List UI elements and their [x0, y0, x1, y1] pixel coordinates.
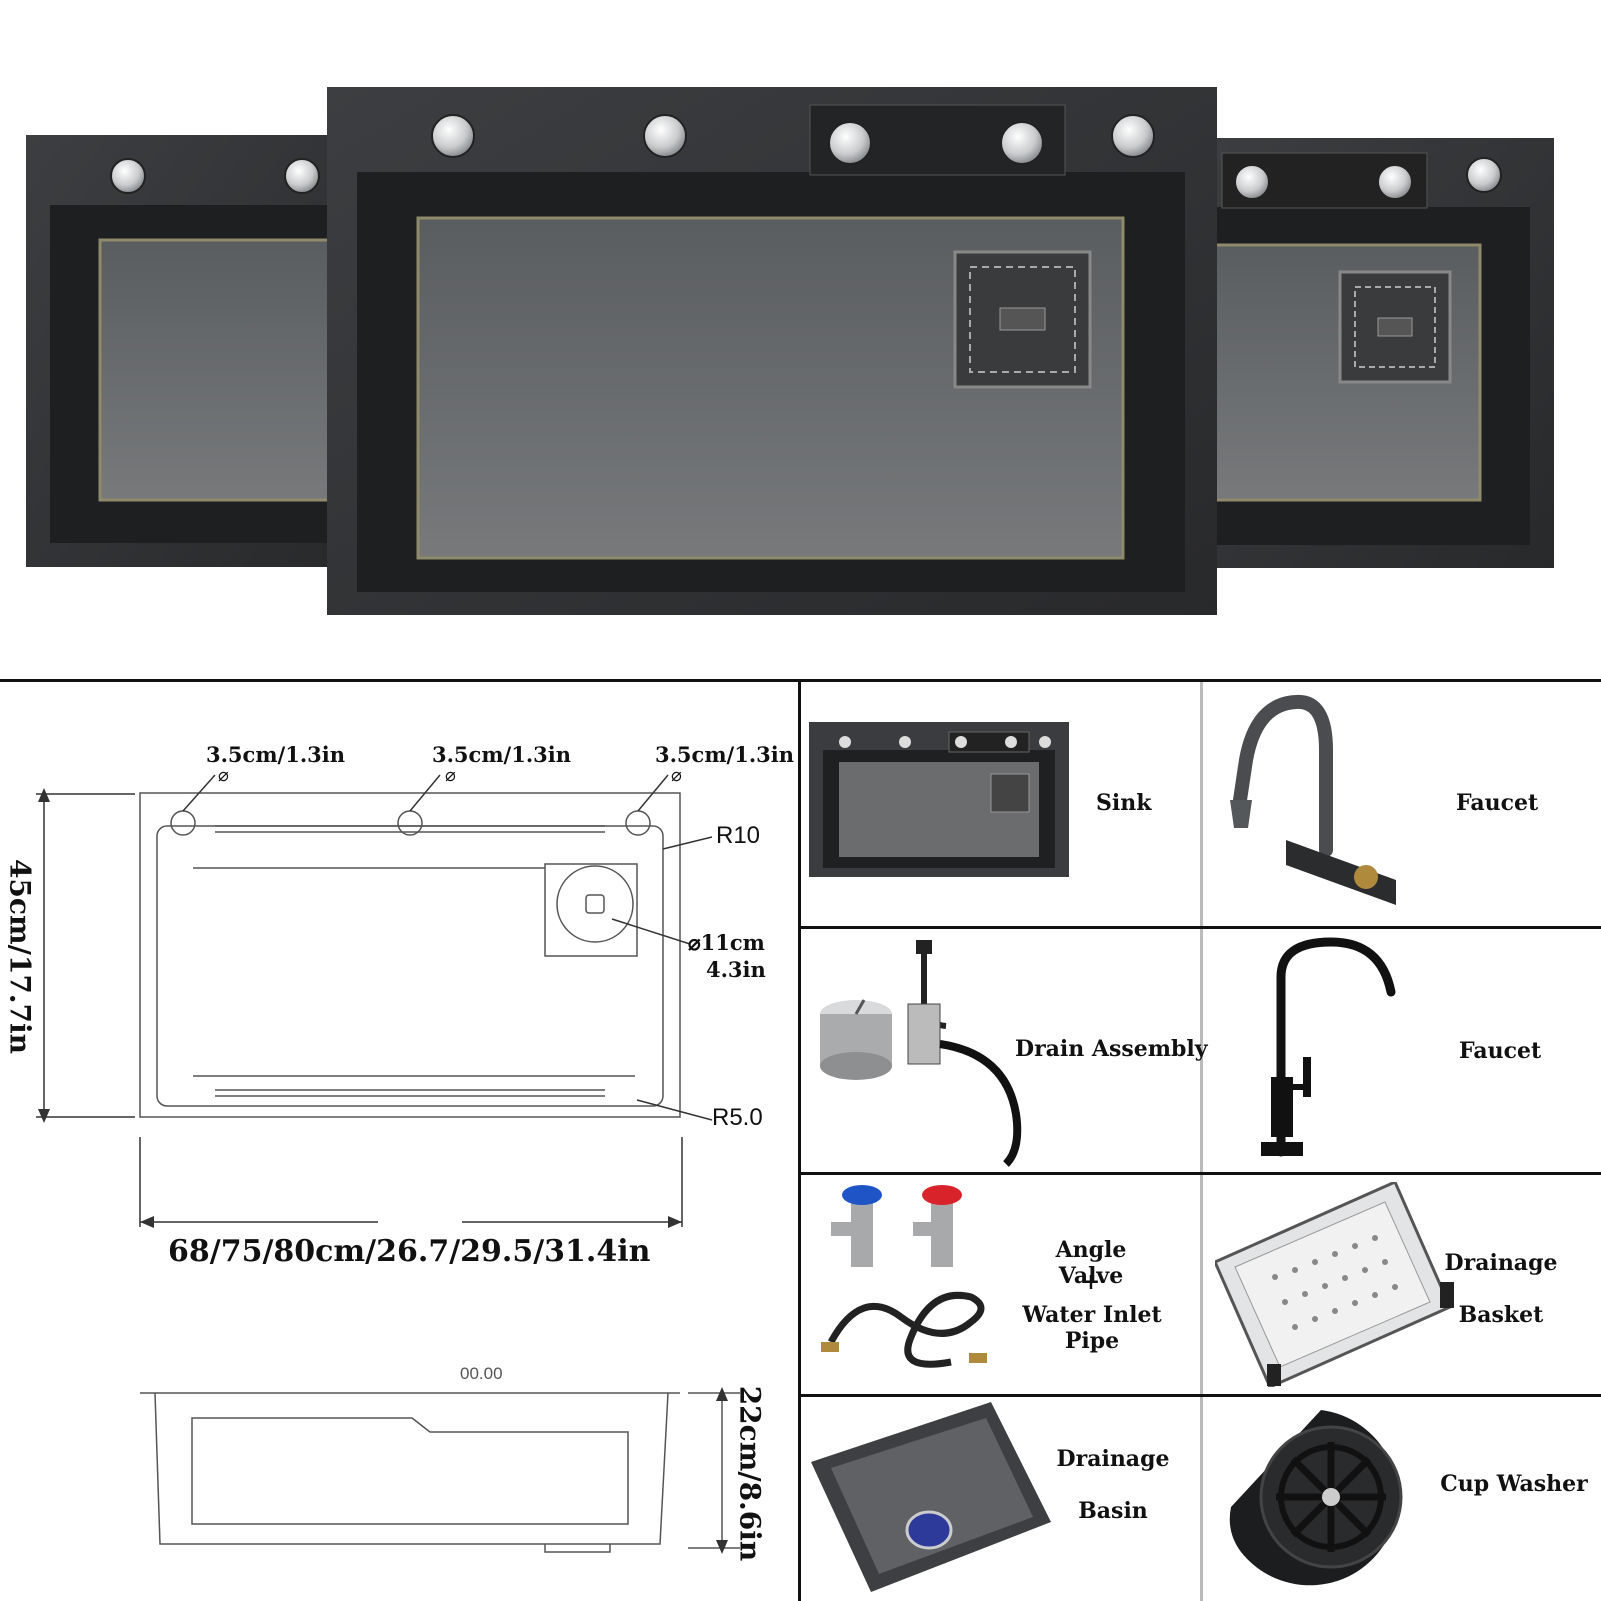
- accessory-drainage-basket-label: Drainage: [1444, 1250, 1558, 1276]
- corner-radius-top: R10: [716, 822, 761, 849]
- drain-diameter-cm: ⌀11cm: [688, 930, 765, 955]
- accessory-drain-assembly-image: [816, 934, 1026, 1169]
- hole-label-2: 3.5cm/1.3in: [432, 742, 571, 767]
- sink-center-image: [327, 87, 1217, 615]
- grid-row-divider-1: [801, 926, 1601, 929]
- height-dimension: 45cm/17.7in: [3, 858, 37, 1055]
- accessory-drainage-basin-label2: Basin: [1078, 1498, 1148, 1524]
- accessory-drain-assembly-label: Drain Assembly: [1015, 1036, 1208, 1062]
- sink-right-image: [1188, 138, 1554, 568]
- corner-radius-bottom: R5.0: [712, 1104, 763, 1131]
- accessory-grid: Sink Faucet Drain Assembly: [801, 682, 1601, 1601]
- accessory-angle-valve-label: Angle Valve: [1055, 1237, 1127, 1290]
- hole-phi-3: ⌀: [671, 765, 682, 785]
- accessory-faucet-pullout-image: [1216, 690, 1416, 915]
- vertical-divider: [798, 679, 801, 1601]
- hole-label-1: 3.5cm/1.3in: [206, 742, 345, 767]
- accessory-drainage-basket-image: [1215, 1182, 1455, 1387]
- accessory-angle-valve-image: [821, 1177, 1001, 1387]
- accessory-sink-label: Sink: [1096, 790, 1152, 816]
- hole-label-3: 3.5cm/1.3in: [655, 742, 794, 767]
- grid-row-divider-2: [801, 1172, 1601, 1175]
- sink-left-image: [26, 135, 356, 567]
- dimension-diagram: 3.5cm/1.3in 3.5cm/1.3in 3.5cm/1.3in ⌀ ⌀ …: [0, 682, 798, 1601]
- accessory-water-inlet-pipe-label: Water Inlet Pipe: [1022, 1302, 1162, 1355]
- accessory-faucet-label-2: Faucet: [1459, 1038, 1542, 1064]
- width-dimension: 68/75/80cm/26.7/29.5/31.4in: [168, 1234, 651, 1269]
- grid-row-divider-3: [801, 1394, 1601, 1397]
- hole-phi-2: ⌀: [445, 765, 456, 785]
- accessory-sink-image: [809, 722, 1069, 877]
- drain-diameter-in: 4.3in: [706, 957, 766, 982]
- accessory-faucet-gooseneck-image: [1241, 937, 1411, 1167]
- accessory-cup-washer-image: [1221, 1402, 1421, 1597]
- side-mark: 00.00: [460, 1364, 503, 1383]
- accessory-drainage-basin-image: [811, 1402, 1061, 1597]
- accessory-angle-valve-plus: +: [1081, 1269, 1101, 1295]
- grid-col-divider: [1200, 682, 1203, 1601]
- hole-phi-1: ⌀: [218, 765, 229, 785]
- accessory-drainage-basin-label: Drainage: [1056, 1446, 1170, 1472]
- accessory-drainage-basket-label2: Basket: [1458, 1302, 1544, 1328]
- hero-sinks: [0, 0, 1601, 660]
- accessory-faucet-label-1: Faucet: [1456, 790, 1539, 816]
- accessory-cup-washer-label: Cup Washer: [1440, 1471, 1588, 1497]
- depth-dimension: 22cm/8.6in: [733, 1385, 767, 1562]
